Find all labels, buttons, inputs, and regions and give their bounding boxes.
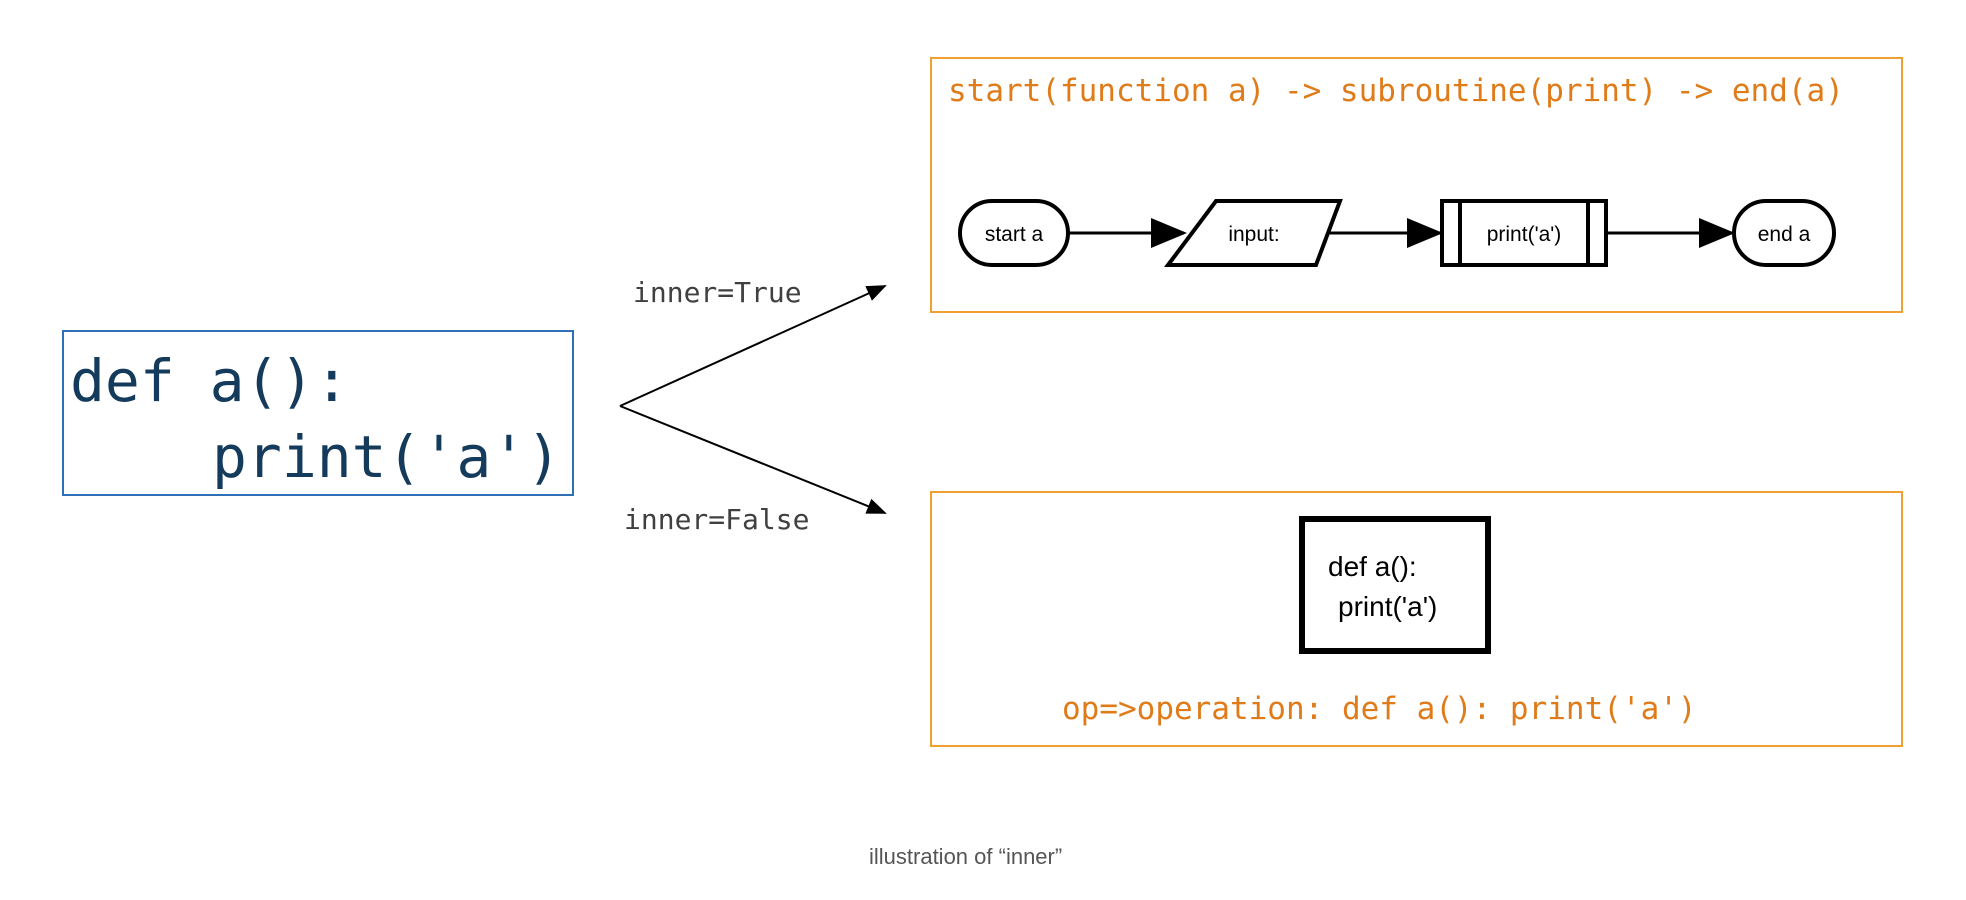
flowchart-false: def a(): print('a'): [1299, 516, 1491, 654]
end-terminal-label: end a: [1758, 223, 1811, 246]
code-line-def: def a():: [70, 347, 350, 415]
subroutine-label: print('a'): [1487, 223, 1562, 246]
input-parallelogram-label: input:: [1228, 223, 1279, 246]
inner-false-arrow: [619, 405, 887, 514]
flowchart-true: start a input: print('a') end a: [958, 199, 1836, 267]
figure-caption: illustration of “inner”: [869, 844, 1063, 869]
operation-line-1: def a():: [1328, 551, 1417, 582]
inner-false-label: inner=False: [624, 503, 810, 536]
input-parallelogram-shape: [1164, 199, 1343, 267]
operation-shape: [1299, 516, 1491, 654]
operation-line-2: print('a'): [1338, 591, 1437, 622]
code-line-print: print('a'): [212, 423, 562, 491]
inner-true-panel: start(function a) -> subroutine(print) -…: [930, 57, 1903, 313]
source-code-box: def a(): print('a'): [62, 330, 574, 496]
inner-true-panel-title: start(function a) -> subroutine(print) -…: [948, 73, 1844, 109]
inner-true-label: inner=True: [633, 276, 802, 309]
inner-false-panel-title: op=>operation: def a(): print('a'): [1062, 691, 1697, 727]
end-terminal-shape: [1732, 199, 1836, 267]
subroutine-shape: [1440, 199, 1608, 267]
inner-false-panel: def a(): print('a') op=>operation: def a…: [930, 491, 1903, 747]
start-terminal-label: start a: [985, 223, 1044, 246]
inner-true-arrow: [619, 285, 887, 407]
